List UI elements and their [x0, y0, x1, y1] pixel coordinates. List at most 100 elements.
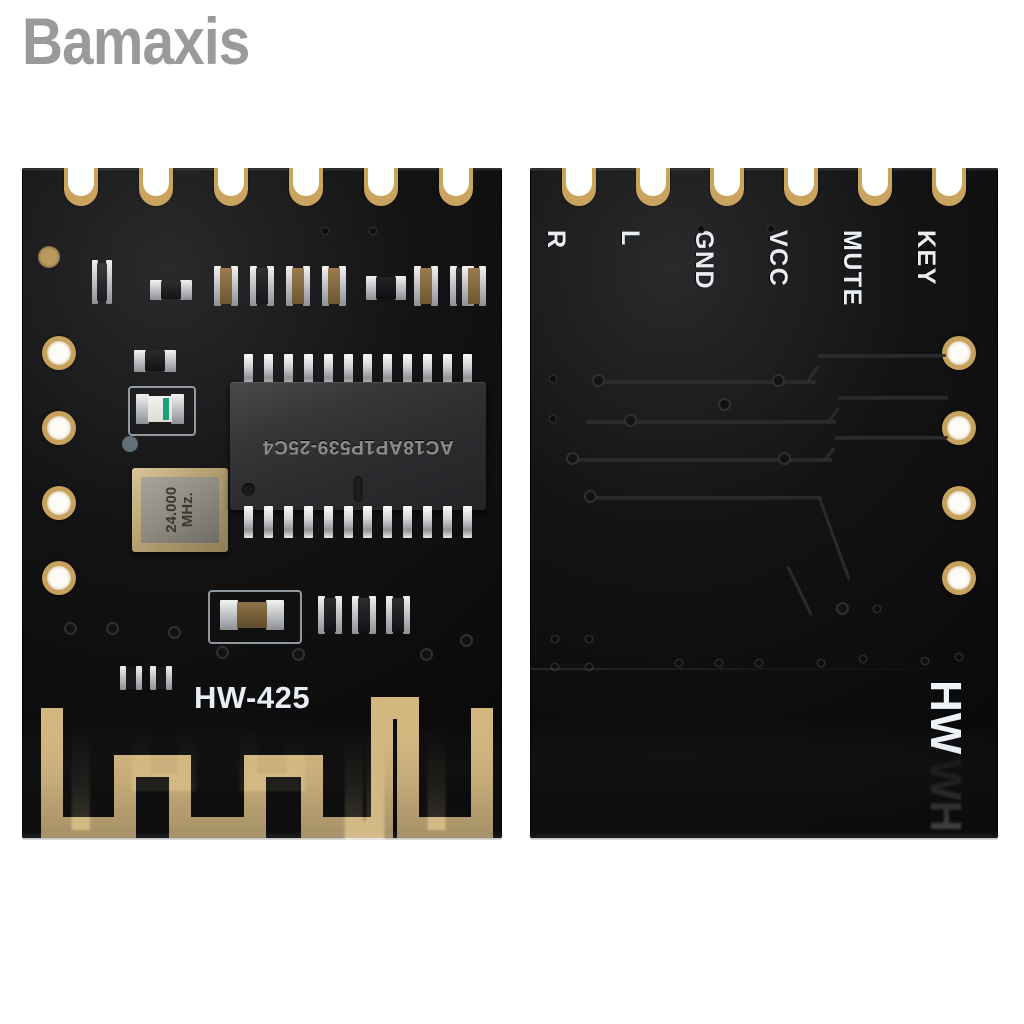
via	[780, 454, 789, 463]
smd-component	[286, 266, 310, 306]
via	[874, 606, 880, 612]
via	[860, 656, 866, 662]
castellated-pad	[364, 168, 398, 206]
castellated-pad	[710, 168, 744, 206]
castellated-pad	[636, 168, 670, 206]
mounting-hole	[942, 411, 976, 445]
castellated-pad	[784, 168, 818, 206]
silkscreen-outline	[128, 386, 196, 436]
ic-pin-row-top	[244, 354, 472, 386]
castellated-pad	[64, 168, 98, 206]
castellated-pad	[562, 168, 596, 206]
smd-component	[318, 596, 342, 634]
board-top-highlight	[530, 168, 998, 171]
pcb-trace	[818, 354, 946, 357]
mounting-hole	[42, 411, 76, 445]
bluetooth-ic: AC18AP1P539-25C4	[230, 382, 486, 510]
via	[462, 636, 471, 645]
pin-label-mute: MUTE	[838, 230, 866, 307]
castellated-pad	[289, 168, 323, 206]
smd-component	[366, 276, 406, 300]
smd-component	[150, 280, 192, 300]
via	[370, 228, 376, 234]
mounting-hole	[942, 336, 976, 370]
smd-component	[214, 266, 238, 306]
castellated-pad	[932, 168, 966, 206]
mounting-hole	[42, 336, 76, 370]
led-component	[136, 394, 184, 424]
via	[552, 636, 558, 642]
smd-component	[352, 596, 376, 634]
via	[756, 660, 762, 666]
pcb-antenna	[30, 696, 500, 838]
pin-label-r: R	[542, 230, 570, 250]
via	[586, 492, 595, 501]
via	[956, 654, 962, 660]
via	[818, 660, 824, 666]
via	[594, 376, 603, 385]
via	[698, 226, 704, 232]
pin-label-key: KEY	[912, 230, 940, 286]
via	[716, 660, 722, 666]
ic-part-number: AC18AP1P539-25C4	[262, 436, 454, 457]
castellated-pad	[858, 168, 892, 206]
via	[550, 416, 556, 422]
pcb-trace	[786, 565, 813, 616]
silkscreen-dot	[122, 436, 138, 452]
via	[568, 454, 577, 463]
via	[586, 636, 592, 642]
test-pad	[38, 246, 60, 268]
smd-component	[414, 266, 438, 306]
via	[322, 228, 328, 234]
via	[294, 650, 303, 659]
smd-component	[150, 666, 172, 690]
via	[768, 226, 774, 232]
smd-component	[462, 266, 486, 306]
pcb-trace	[570, 458, 832, 461]
via	[550, 376, 556, 382]
ic-pin1-dot	[242, 483, 255, 496]
via	[170, 628, 179, 637]
smd-component	[134, 350, 176, 372]
pcb-trace	[838, 396, 948, 399]
pin-label-gnd: GND	[690, 230, 718, 291]
mounting-hole	[42, 486, 76, 520]
smd-component	[120, 666, 142, 690]
castellated-pad	[439, 168, 473, 206]
via	[422, 650, 431, 659]
pin-label-vcc: VCC	[764, 230, 792, 288]
ic-pin-row-bottom	[244, 506, 472, 538]
back-pcb: R L GND VCC MUTE KEY	[530, 168, 998, 838]
via	[838, 604, 847, 613]
via	[720, 400, 729, 409]
brand-logo: Bamaxis	[22, 4, 250, 78]
via	[552, 664, 558, 670]
pin-label-l: L	[616, 230, 644, 247]
pcb-trace	[596, 380, 816, 383]
castellated-pad	[139, 168, 173, 206]
via	[626, 416, 635, 425]
silkscreen-outline	[208, 590, 302, 644]
smd-component	[322, 266, 346, 306]
pcb-trace	[586, 420, 836, 423]
smd-component	[250, 266, 274, 306]
floor-fade	[0, 950, 1024, 1024]
mounting-hole	[942, 486, 976, 520]
pcb-trace	[834, 436, 948, 439]
board-bottom-highlight	[530, 831, 998, 838]
board-seam	[530, 668, 998, 670]
via	[774, 376, 783, 385]
mounting-hole	[42, 561, 76, 595]
pcb-trace	[818, 497, 851, 580]
castellated-pad	[214, 168, 248, 206]
silkscreen-model-label: HW-425	[194, 680, 311, 715]
ic-notch	[353, 476, 363, 502]
pcb-trace	[807, 364, 820, 382]
via	[922, 658, 928, 664]
via	[218, 648, 227, 657]
smd-component	[92, 260, 112, 304]
smd-component	[386, 596, 410, 634]
